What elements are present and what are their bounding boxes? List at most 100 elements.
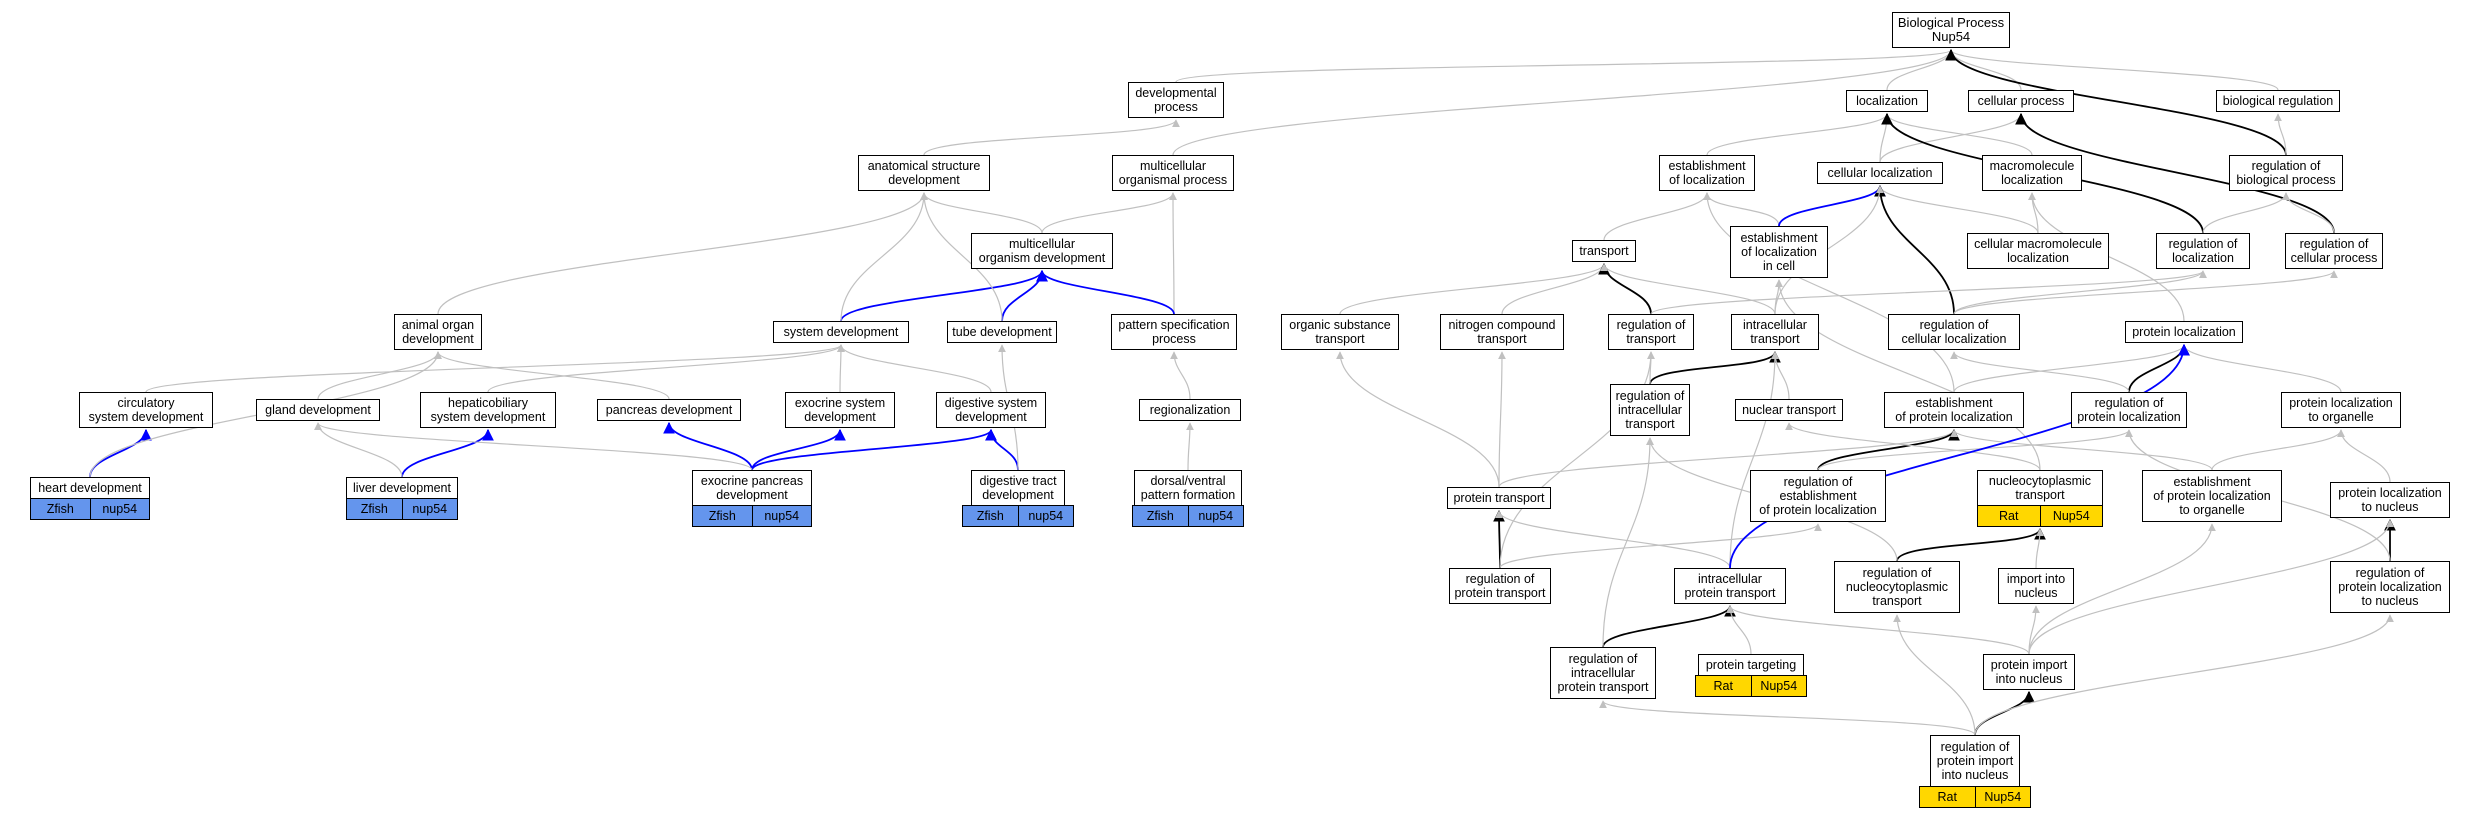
go-term-label: anatomical structure development (867, 159, 981, 187)
edge-system-development-to-anatomical-structure-development (840, 192, 928, 322)
go-term-establishment-of-protein-localization[interactable]: establishment of protein localization (1884, 392, 2024, 428)
go-term-import-into-nucleus[interactable]: import into nucleus (1998, 568, 2074, 604)
go-term-circulatory-system-development[interactable]: circulatory system development (79, 392, 213, 428)
edge-regulation-of-protein-import-into-nucleus-to-regulation-of-nucleocytoplasmic-transport (1893, 614, 1976, 736)
go-term-label: localization (1856, 94, 1918, 108)
go-term-protein-localization[interactable]: protein localization (2125, 321, 2243, 343)
annotation-gene: nup54 (401, 499, 458, 519)
go-term-establishment-of-protein-localization-to-organelle[interactable]: establishment of protein localization to… (2142, 470, 2282, 522)
go-term-organic-substance-transport[interactable]: organic substance transport (1281, 314, 1399, 350)
go-term-label: regulation of intracellular transport (1615, 389, 1685, 431)
edge-multicellular-organismal-process-to-root (1172, 49, 1955, 156)
go-term-regulation-of-biological-process[interactable]: regulation of biological process (2229, 155, 2343, 191)
edge-intracellular-protein-transport-to-protein-transport (1495, 510, 1731, 569)
edge-intracellular-protein-transport-to-intracellular-transport (1729, 351, 1779, 569)
go-term-label: animal organ development (401, 318, 475, 346)
annotation-gene: nup54 (1017, 506, 1074, 526)
edge-exocrine-system-development-to-system-development (837, 344, 845, 393)
edge-digestive-tract-development-to-digestive-system-development (985, 428, 1019, 471)
go-term-protein-localization-to-nucleus[interactable]: protein localization to nucleus (2330, 482, 2450, 518)
go-term-nitrogen-compound-transport[interactable]: nitrogen compound transport (1440, 314, 1564, 350)
edge-regulation-of-localization-to-regulation-of-biological-process (2202, 192, 2290, 234)
go-term-establishment-of-localization-in-cell[interactable]: establishment of localization in cell (1730, 226, 1828, 278)
go-term-label: biological regulation (2222, 94, 2334, 108)
go-term-nuclear-transport[interactable]: nuclear transport (1735, 399, 1843, 421)
go-term-label: dorsal/ventral pattern formation (1140, 474, 1236, 502)
go-term-regulation-of-protein-localization-to-nucleus[interactable]: regulation of protein localization to nu… (2330, 561, 2450, 613)
go-term-label: regulation of protein localization to nu… (2338, 566, 2442, 608)
edge-developmental-process-to-root (1175, 49, 1955, 83)
go-term-regulation-of-cellular-process[interactable]: regulation of cellular process (2285, 233, 2383, 269)
edge-macromolecule-localization-to-localization (1883, 113, 2033, 156)
go-term-transport[interactable]: transport (1572, 240, 1636, 262)
go-term-regulation-of-localization[interactable]: regulation of localization (2156, 233, 2250, 269)
go-term-label: pancreas development (605, 403, 733, 417)
go-term-label: cellular process (1977, 94, 2065, 108)
go-term-cellular-localization[interactable]: cellular localization (1817, 162, 1943, 184)
go-term-establishment-of-localization[interactable]: establishment of localization (1659, 155, 1755, 191)
go-term-regulation-of-nucleocytoplasmic-transport[interactable]: regulation of nucleocytoplasmic transpor… (1834, 561, 1960, 613)
go-term-macromolecule-localization[interactable]: macromolecule localization (1982, 155, 2082, 191)
go-term-regulation-of-transport[interactable]: regulation of transport (1608, 314, 1694, 350)
go-term-cellular-macromolecule-localization[interactable]: cellular macromolecule localization (1967, 233, 2109, 269)
go-term-intracellular-protein-transport[interactable]: intracellular protein transport (1674, 568, 1786, 604)
go-term-regulation-of-intracellular-protein-transport[interactable]: regulation of intracellular protein tran… (1550, 647, 1656, 699)
go-term-hepaticobiliary-system-development[interactable]: hepaticobiliary system development (420, 392, 556, 428)
go-term-animal-organ-development[interactable]: animal organ development (394, 314, 482, 350)
go-term-exocrine-system-development[interactable]: exocrine system development (785, 392, 895, 428)
go-term-label: nuclear transport (1742, 403, 1836, 417)
go-term-heart-development[interactable]: heart development (30, 477, 150, 499)
go-term-regulation-of-protein-localization[interactable]: regulation of protein localization (2071, 392, 2187, 428)
go-term-label: circulatory system development (88, 396, 204, 424)
edge-exocrine-pancreas-development-to-exocrine-system-development (751, 428, 846, 471)
edge-regulation-of-cellular-localization-to-cellular-localization (1874, 184, 1955, 315)
go-term-digestive-tract-development[interactable]: digestive tract development (971, 470, 1065, 506)
go-term-digestive-system-development[interactable]: digestive system development (936, 392, 1046, 428)
go-term-regulation-of-protein-import-into-nucleus[interactable]: regulation of protein import into nucleu… (1930, 735, 2020, 787)
go-term-regulation-of-establishment-of-protein-localization[interactable]: regulation of establishment of protein l… (1750, 470, 1886, 522)
go-term-dorsal-ventral-pattern-formation[interactable]: dorsal/ventral pattern formation (1134, 470, 1242, 506)
edge-regulation-of-cellular-localization-to-regulation-of-cellular-process (1953, 270, 2338, 315)
go-term-label: gland development (265, 403, 371, 417)
go-term-developmental-process[interactable]: developmental process (1128, 82, 1224, 118)
go-term-regulation-of-cellular-localization[interactable]: regulation of cellular localization (1888, 314, 2020, 350)
go-term-exocrine-pancreas-development[interactable]: exocrine pancreas development (692, 470, 812, 506)
go-term-pattern-specification-process[interactable]: pattern specification process (1111, 314, 1237, 350)
edge-heart-development-to-circulatory-system-development (89, 428, 152, 478)
go-term-protein-localization-to-organelle[interactable]: protein localization to organelle (2281, 392, 2401, 428)
go-term-protein-transport[interactable]: protein transport (1447, 487, 1551, 509)
go-term-localization[interactable]: localization (1846, 90, 1928, 112)
edge-system-development-to-multicellular-organism-development (840, 269, 1048, 322)
go-term-protein-targeting[interactable]: protein targeting (1698, 654, 1804, 676)
go-term-multicellular-organism-development[interactable]: multicellular organism development (971, 233, 1113, 269)
go-term-anatomical-structure-development[interactable]: anatomical structure development (858, 155, 990, 191)
edge-multicellular-organism-development-to-anatomical-structure-development (920, 192, 1043, 234)
go-term-regionalization[interactable]: regionalization (1139, 399, 1241, 421)
go-term-intracellular-transport[interactable]: intracellular transport (1731, 314, 1819, 350)
go-term-tube-development[interactable]: tube development (947, 321, 1057, 343)
go-term-regulation-of-intracellular-transport[interactable]: regulation of intracellular transport (1610, 384, 1690, 436)
go-term-label: regulation of cellular process (2290, 237, 2378, 265)
go-term-cellular-process[interactable]: cellular process (1968, 90, 2074, 112)
edge-regulation-of-nucleocytoplasmic-transport-to-nucleocytoplasmic-transport (1896, 527, 2046, 562)
go-term-label: digestive tract development (979, 474, 1057, 502)
go-term-label: protein localization to organelle (2289, 396, 2393, 424)
go-term-biological-regulation[interactable]: biological regulation (2216, 90, 2340, 112)
go-term-label: developmental process (1135, 86, 1217, 114)
root-node-biological-process[interactable]: Biological Process Nup54 (1892, 12, 2010, 48)
go-term-regulation-of-protein-transport[interactable]: regulation of protein transport (1449, 568, 1551, 604)
annotation-gene: Nup54 (1750, 676, 1807, 696)
go-term-gland-development[interactable]: gland development (256, 399, 380, 421)
go-term-system-development[interactable]: system development (773, 321, 909, 343)
go-term-nucleocytoplasmic-transport[interactable]: nucleocytoplasmic transport (1977, 470, 2103, 506)
go-term-pancreas-development[interactable]: pancreas development (597, 399, 741, 421)
edge-protein-import-into-nucleus-to-establishment-of-protein-localization-to-organelle (2028, 523, 2216, 655)
go-term-protein-import-into-nucleus[interactable]: protein import into nucleus (1983, 654, 2075, 690)
go-term-liver-development[interactable]: liver development (346, 477, 458, 499)
edge-regulation-of-protein-import-into-nucleus-to-protein-import-into-nucleus (1974, 690, 2035, 736)
go-term-label: protein localization to nucleus (2338, 486, 2442, 514)
edge-establishment-of-protein-localization-to-establishment-of-localization (1703, 192, 1955, 393)
edge-protein-localization-to-organelle-to-protein-localization (2180, 344, 2342, 393)
go-term-multicellular-organismal-process[interactable]: multicellular organismal process (1112, 155, 1234, 191)
